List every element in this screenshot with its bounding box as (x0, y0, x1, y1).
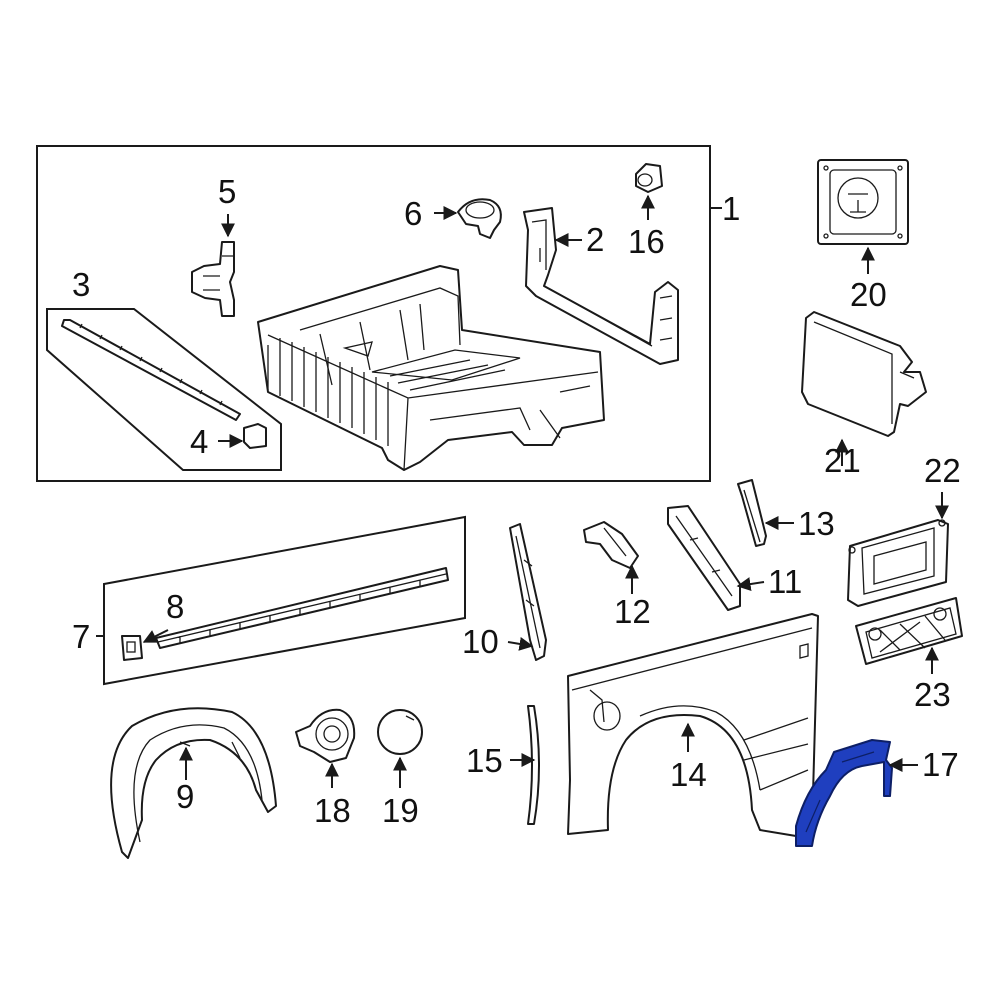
callout-7: 7 (72, 618, 90, 655)
cover-part[interactable] (801, 311, 927, 437)
end-cap-part[interactable] (243, 423, 267, 449)
inner-pillar-part[interactable] (667, 505, 741, 611)
callout-3: 3 (72, 266, 90, 303)
molding-part[interactable] (527, 705, 540, 825)
bed-frame-part[interactable] (523, 207, 679, 365)
callout-6: 6 (404, 195, 422, 232)
tie-down-hook-part[interactable] (191, 241, 235, 317)
corner-bracket-part[interactable] (583, 521, 639, 569)
callout-4: 4 (190, 423, 208, 460)
callout-14: 14 (670, 756, 707, 793)
bedside-panel-part[interactable] (567, 613, 819, 837)
callout-18: 18 (314, 792, 351, 829)
callout-8: 8 (166, 588, 184, 625)
fuel-door-part[interactable] (377, 709, 423, 755)
callout-23: 23 (914, 676, 951, 713)
pillar-part[interactable] (509, 523, 547, 661)
clip-part[interactable] (121, 635, 143, 661)
side-rail-strip-part[interactable] (155, 567, 449, 649)
callout-15: 15 (466, 742, 503, 779)
truck-bed-part[interactable] (257, 265, 605, 471)
callout-1: 1 (722, 190, 740, 227)
callout-5: 5 (218, 173, 236, 210)
callout-19: 19 (382, 792, 419, 829)
callout-10: 10 (462, 623, 499, 660)
inner-wheelhouse-part[interactable] (795, 739, 893, 847)
callout-16: 16 (628, 223, 665, 260)
plug-part[interactable] (635, 163, 663, 193)
assembly-box-1 (36, 145, 711, 482)
callout-11: 11 (768, 563, 802, 600)
callout-13: 13 (798, 505, 835, 542)
assembly-box-3 (46, 308, 282, 471)
callout-22: 22 (924, 452, 961, 489)
assembly-box-7 (103, 515, 466, 686)
fuel-door-housing-part[interactable] (295, 708, 356, 763)
bed-rail-strip-part[interactable] (61, 319, 241, 421)
tie-down-plate-part[interactable] (817, 159, 909, 245)
bracket-plate-part[interactable] (855, 597, 963, 665)
callout-9: 9 (176, 778, 194, 815)
callout-21: 21 (824, 442, 861, 479)
callout-2: 2 (586, 221, 604, 258)
wheelhouse-liner-part[interactable] (110, 707, 277, 859)
cup-bracket-part[interactable] (457, 198, 502, 239)
callout-20: 20 (850, 276, 887, 313)
callout-12: 12 (614, 593, 651, 630)
callout-17: 17 (922, 746, 959, 783)
post-part[interactable] (737, 479, 767, 547)
pocket-housing-part[interactable] (847, 519, 949, 607)
